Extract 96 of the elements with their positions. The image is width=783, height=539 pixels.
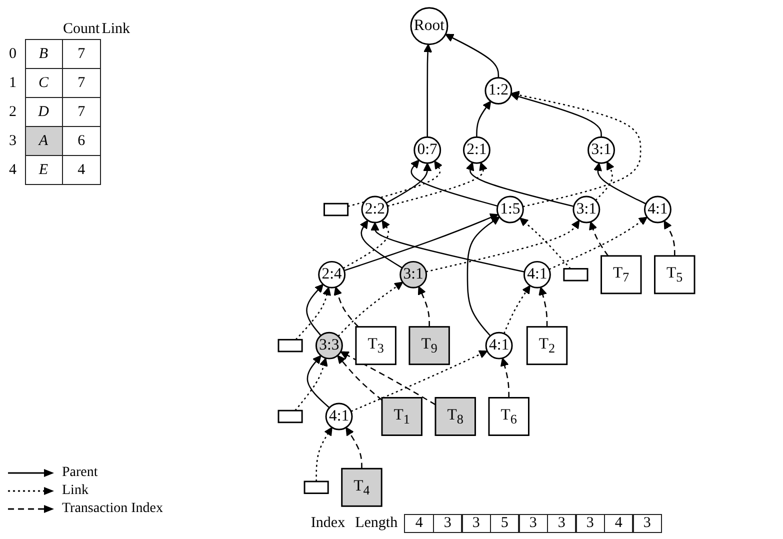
arrow <box>424 44 432 138</box>
node-circle: 3:3 <box>315 332 343 360</box>
node-circle: 2:4 <box>318 260 346 288</box>
arrow <box>370 222 525 273</box>
length-cell: 4 <box>604 514 634 533</box>
arrow <box>348 160 443 207</box>
node-circle: 4:1 <box>523 260 551 288</box>
arrow <box>476 100 492 138</box>
arrow <box>316 427 332 482</box>
arrow <box>387 162 488 207</box>
node-box: T$_{2}$ <box>526 326 568 366</box>
node-box <box>324 202 349 216</box>
node-circle: 3:1 <box>588 136 615 164</box>
arrow <box>344 213 499 272</box>
count-cell: 4 <box>62 156 101 184</box>
node-box: T$_{8}$ <box>434 397 476 436</box>
node-box: T$_{3}$ <box>355 326 396 366</box>
arrow <box>334 286 359 328</box>
node-circle: 4:1 <box>325 402 353 430</box>
arrow <box>386 162 432 204</box>
arrow <box>337 355 382 401</box>
node-box: T$_{5}$ <box>654 255 696 294</box>
length-cell: 3 <box>518 514 548 533</box>
arrow <box>466 162 574 207</box>
column-header: Count <box>62 20 101 40</box>
arrow <box>340 351 436 406</box>
node-circle: 4:1 <box>644 196 672 224</box>
arrow <box>520 218 571 270</box>
arrow <box>589 221 609 256</box>
length-cell: 3 <box>632 514 662 533</box>
row-index: 2 <box>8 98 25 126</box>
arrow <box>510 90 642 208</box>
node-box <box>278 410 303 424</box>
node-circle: 4:1 <box>485 332 513 360</box>
count-cell: 7 <box>62 68 101 98</box>
row-index: 4 <box>8 156 25 184</box>
node-circle: 3:1 <box>572 196 600 224</box>
arrow <box>548 216 648 270</box>
count-cell: 7 <box>62 40 101 68</box>
arrow <box>445 34 500 78</box>
node-box: T$_{4}$ <box>341 468 382 507</box>
arrow <box>306 284 324 336</box>
node-circle: 2:2 <box>361 196 389 224</box>
arrow <box>466 216 500 336</box>
item-cell: C <box>25 68 62 98</box>
arrow <box>410 160 498 207</box>
count-cell: 6 <box>62 126 101 156</box>
node-box <box>278 338 303 352</box>
count-cell: 7 <box>62 98 101 126</box>
node-box <box>304 480 329 494</box>
arrow <box>594 162 646 204</box>
length-cell: 3 <box>546 514 577 533</box>
legend-text: Parent <box>62 465 98 481</box>
arrow <box>595 161 614 201</box>
node-circle: 3:1 <box>400 260 428 288</box>
arrow <box>346 427 362 469</box>
arrow <box>664 220 676 256</box>
node-circle: 1:2 <box>484 77 512 104</box>
arrow <box>338 282 404 337</box>
row-index: 0 <box>8 40 25 68</box>
arrow <box>350 350 488 412</box>
length-cell: 3 <box>432 514 463 533</box>
column-header: Link <box>100 20 132 40</box>
node-circle: Root <box>410 7 448 46</box>
legend-text: Link <box>62 483 88 499</box>
node-box: T$_{6}$ <box>488 397 530 436</box>
length-cell: 3 <box>461 514 492 533</box>
arrow <box>426 220 580 272</box>
arrow <box>510 92 602 138</box>
length-cell: 3 <box>575 514 606 533</box>
row-index: 3 <box>8 126 25 156</box>
arrow <box>418 286 430 327</box>
node-box: T$_{9}$ <box>408 326 450 366</box>
arrow <box>360 220 403 268</box>
arrow <box>503 285 530 334</box>
item-cell: A <box>25 126 62 156</box>
row-label: Index <box>310 515 346 532</box>
node-circle: 0:7 <box>414 136 442 164</box>
arrow <box>295 286 332 340</box>
arrow <box>538 286 548 327</box>
row-label: Length <box>355 515 398 532</box>
arrow <box>500 358 510 398</box>
legend-text: Transaction Index <box>62 501 163 517</box>
arrow <box>306 355 330 408</box>
node-box: T$_{1}$ <box>381 397 422 436</box>
arrow <box>342 220 390 269</box>
node-box: T$_{7}$ <box>600 255 642 294</box>
row-index: 1 <box>8 68 25 98</box>
node-circle: 1:5 <box>496 196 524 224</box>
length-cell: 4 <box>404 514 434 533</box>
arrow <box>294 358 328 411</box>
item-cell: E <box>25 156 62 184</box>
node-circle: 2:1 <box>462 136 490 164</box>
item-cell: B <box>25 40 62 68</box>
length-cell: 5 <box>490 514 520 533</box>
node-box <box>563 268 588 282</box>
